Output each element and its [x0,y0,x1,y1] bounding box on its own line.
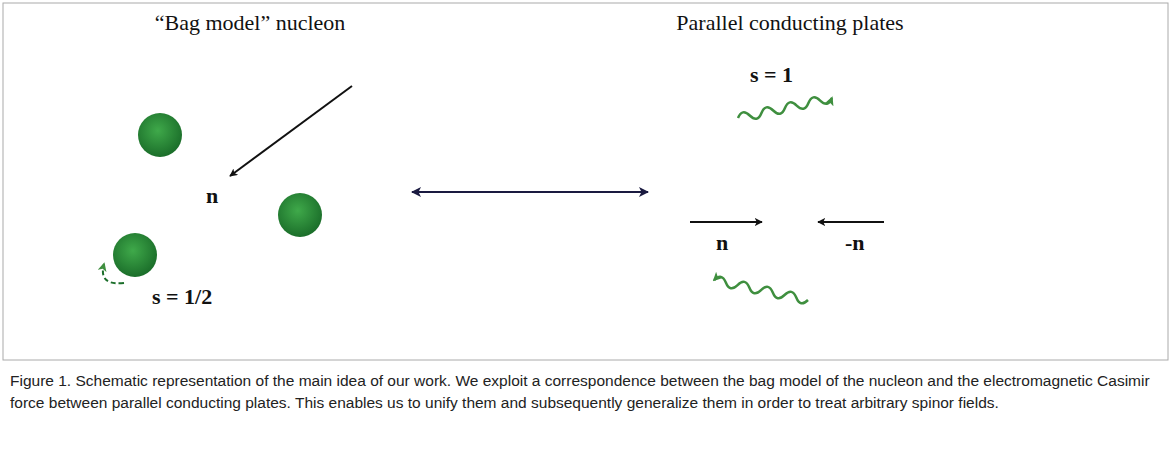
normal-arrow [230,86,352,176]
symbol-label: -n [845,230,865,256]
figure-frame [3,3,1168,360]
bag-circle [104,46,396,338]
photon-wave [713,276,809,305]
conducting-plate [677,40,683,345]
quark [278,193,322,237]
spin-arrow [103,264,124,283]
symbol-label: n [206,183,218,209]
symbol-label: s = 1/2 [152,284,212,310]
correspondence-arrow [412,191,648,193]
quark [138,113,182,157]
photon-wave [737,94,833,123]
normal-arrow [690,221,762,223]
symbol-label: n [716,230,728,256]
bag-outline [96,42,404,342]
node-heading: Parallel conducting plates [656,10,924,36]
quark [113,233,157,277]
plates-node: Parallel conducting plates [656,10,924,350]
conducting-plate [897,40,903,345]
bag-node: “Bag model” nucleon [96,10,404,350]
node-heading: “Bag model” nucleon [96,10,404,36]
figure-caption: Figure 1. Schematic representation of th… [10,370,1160,415]
symbol-label: s = 1 [750,62,793,88]
normal-arrow [818,221,884,223]
